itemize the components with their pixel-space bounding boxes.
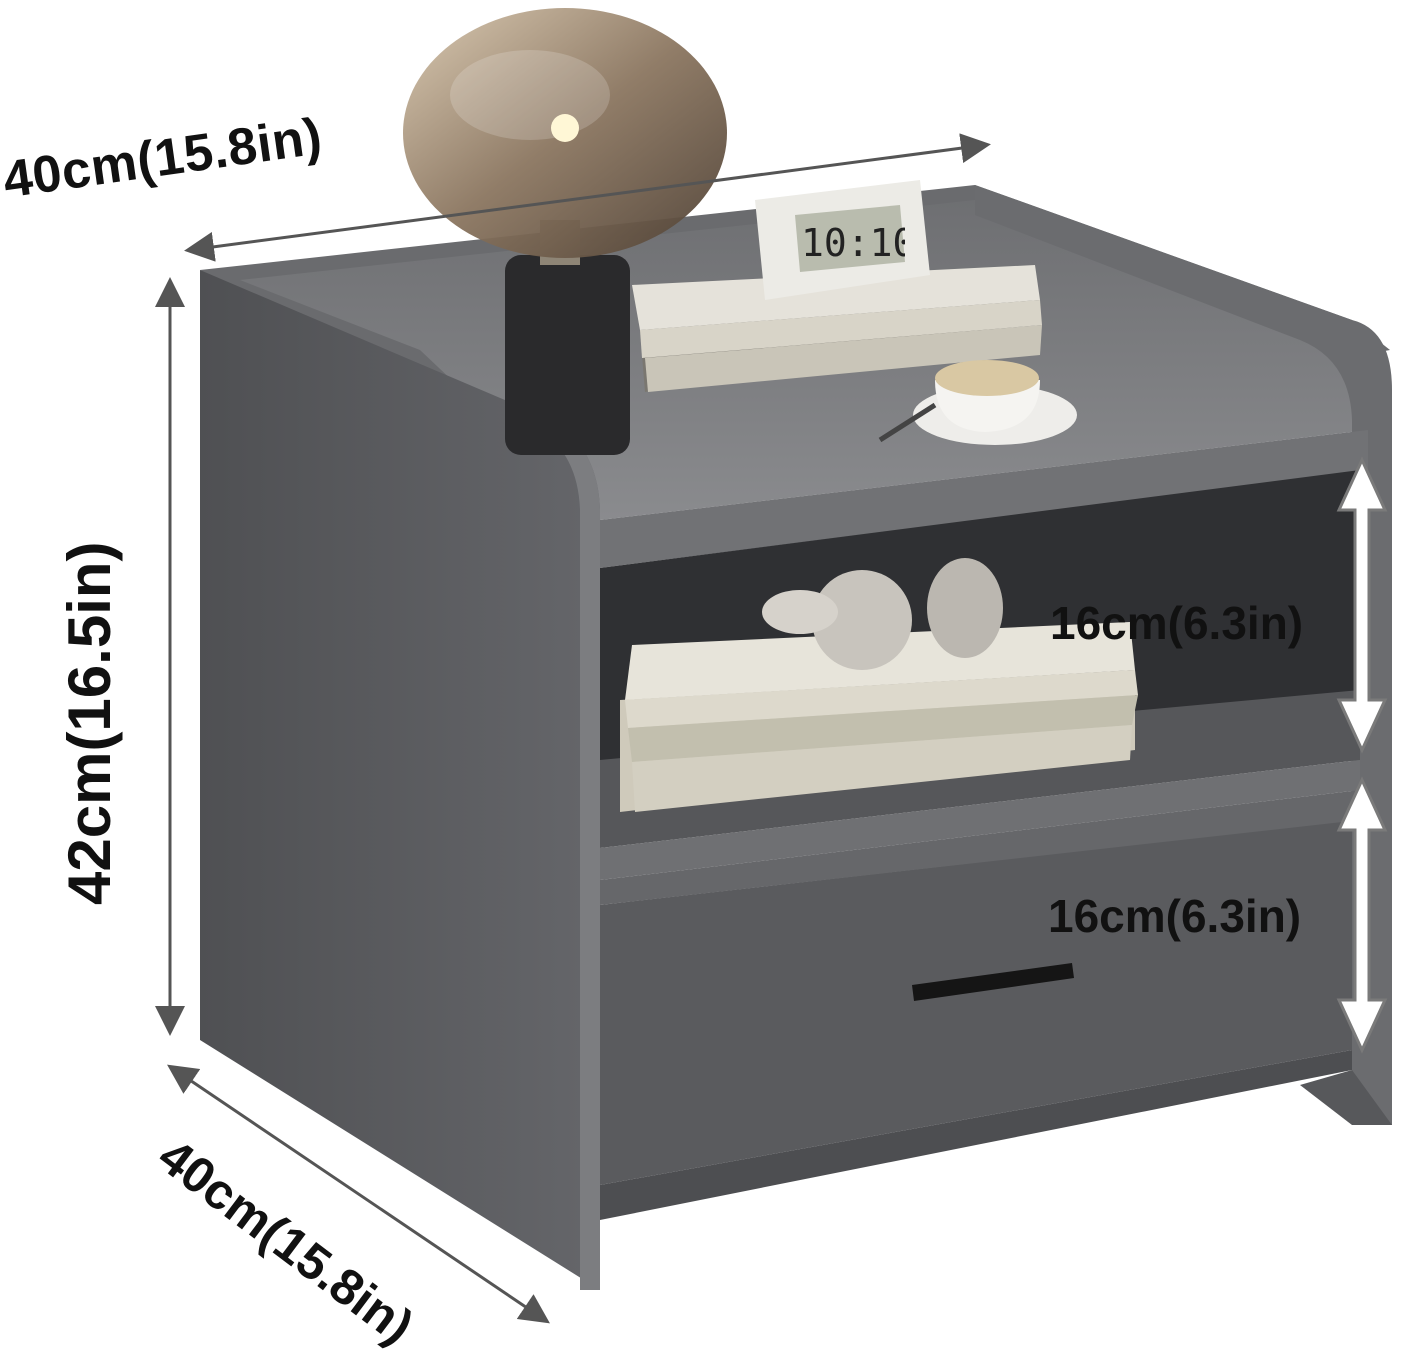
coffee-cup bbox=[878, 360, 1077, 445]
drawer-handle[interactable] bbox=[912, 963, 1074, 1001]
bottom-base bbox=[600, 1050, 1352, 1220]
width-arrow bbox=[184, 133, 991, 262]
shelf-height-arrow bbox=[1336, 456, 1388, 754]
drawer-frame bbox=[600, 790, 1360, 905]
depth-arrow bbox=[167, 1064, 550, 1324]
drawer-height-label: 16cm(6.3in) bbox=[1048, 890, 1302, 942]
drawer-front bbox=[600, 820, 1352, 1185]
clock-time: 10:10 bbox=[801, 221, 905, 265]
drawer-height-arrow bbox=[1336, 776, 1388, 1054]
top-shelf-front bbox=[600, 430, 1368, 568]
left-panel-edge bbox=[540, 415, 600, 1290]
dimension-arrows bbox=[155, 133, 1388, 1324]
headphones bbox=[762, 558, 1003, 670]
right-foot bbox=[1300, 1070, 1392, 1125]
book-stack-shelf bbox=[620, 622, 1138, 812]
clock-display: 10:10 bbox=[801, 221, 905, 265]
shelf-items bbox=[620, 558, 1138, 812]
middle-shelf-front bbox=[600, 760, 1360, 880]
shelf-height-label: 16cm(6.3in) bbox=[1050, 597, 1304, 649]
height-dimension-label: 42cm(16.5in) bbox=[56, 541, 123, 905]
nightstand bbox=[200, 185, 1392, 1290]
book-stack-top bbox=[632, 265, 1042, 392]
left-side-panel bbox=[200, 270, 600, 1290]
